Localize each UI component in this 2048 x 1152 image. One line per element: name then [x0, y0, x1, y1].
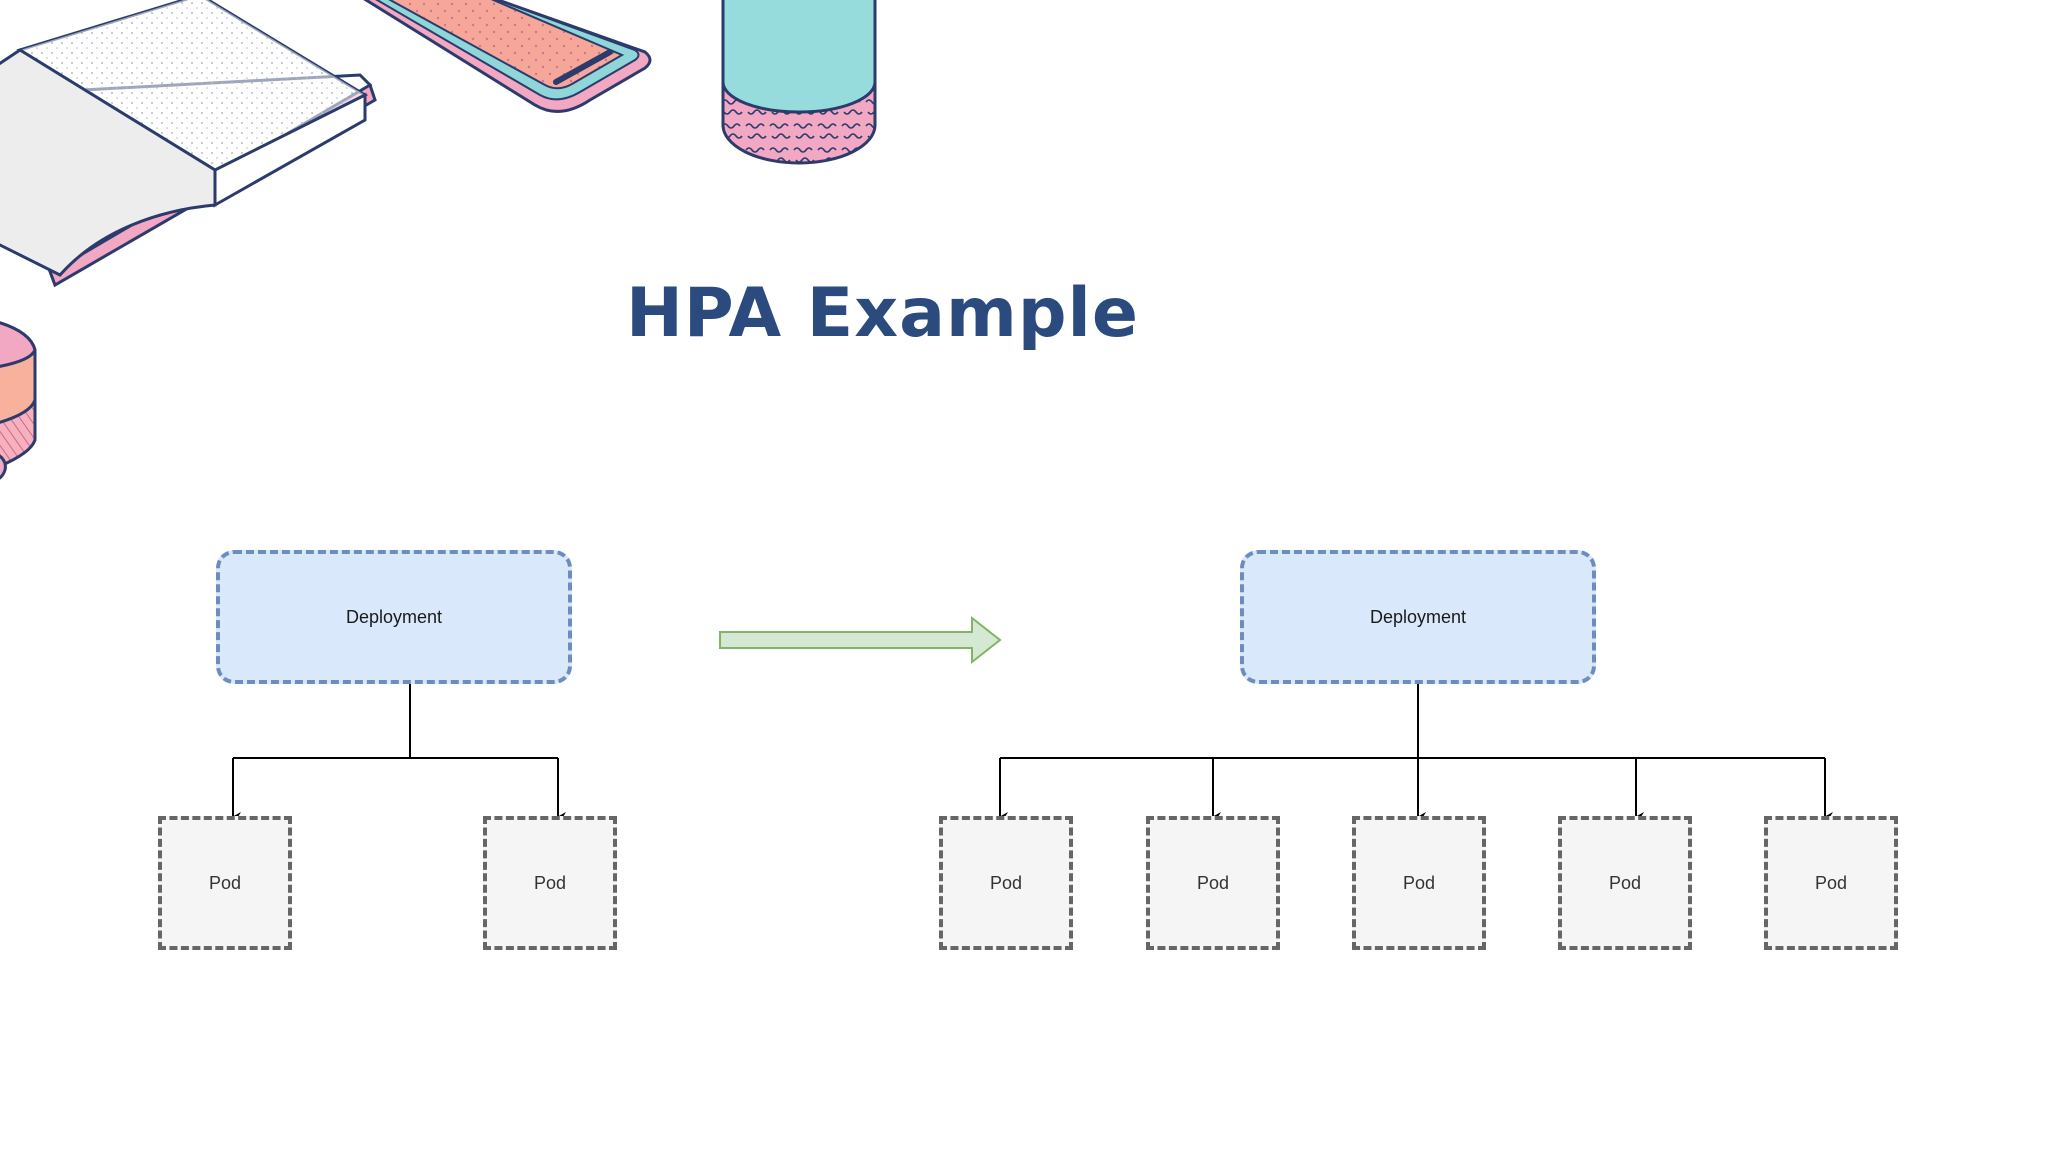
open-book-icon	[0, 0, 377, 288]
deployment-before: Deployment	[216, 550, 572, 684]
jar-icon	[721, 0, 877, 165]
right-connectors	[999, 684, 1833, 822]
smartphone-icon	[363, 0, 652, 113]
stacked-disc-icon	[0, 321, 37, 480]
pod-after-1: Pod	[939, 816, 1073, 950]
deployment-after: Deployment	[1240, 550, 1596, 684]
pod-after-3: Pod	[1352, 816, 1486, 950]
left-connectors	[232, 684, 566, 822]
pod-before-1: Pod	[158, 816, 292, 950]
pod-after-5: Pod	[1764, 816, 1898, 950]
scale-arrow	[719, 615, 1002, 665]
pod-after-4: Pod	[1558, 816, 1692, 950]
pod-after-2: Pod	[1146, 816, 1280, 950]
slide-title: HPA Example	[626, 274, 1139, 353]
pod-before-2: Pod	[483, 816, 617, 950]
